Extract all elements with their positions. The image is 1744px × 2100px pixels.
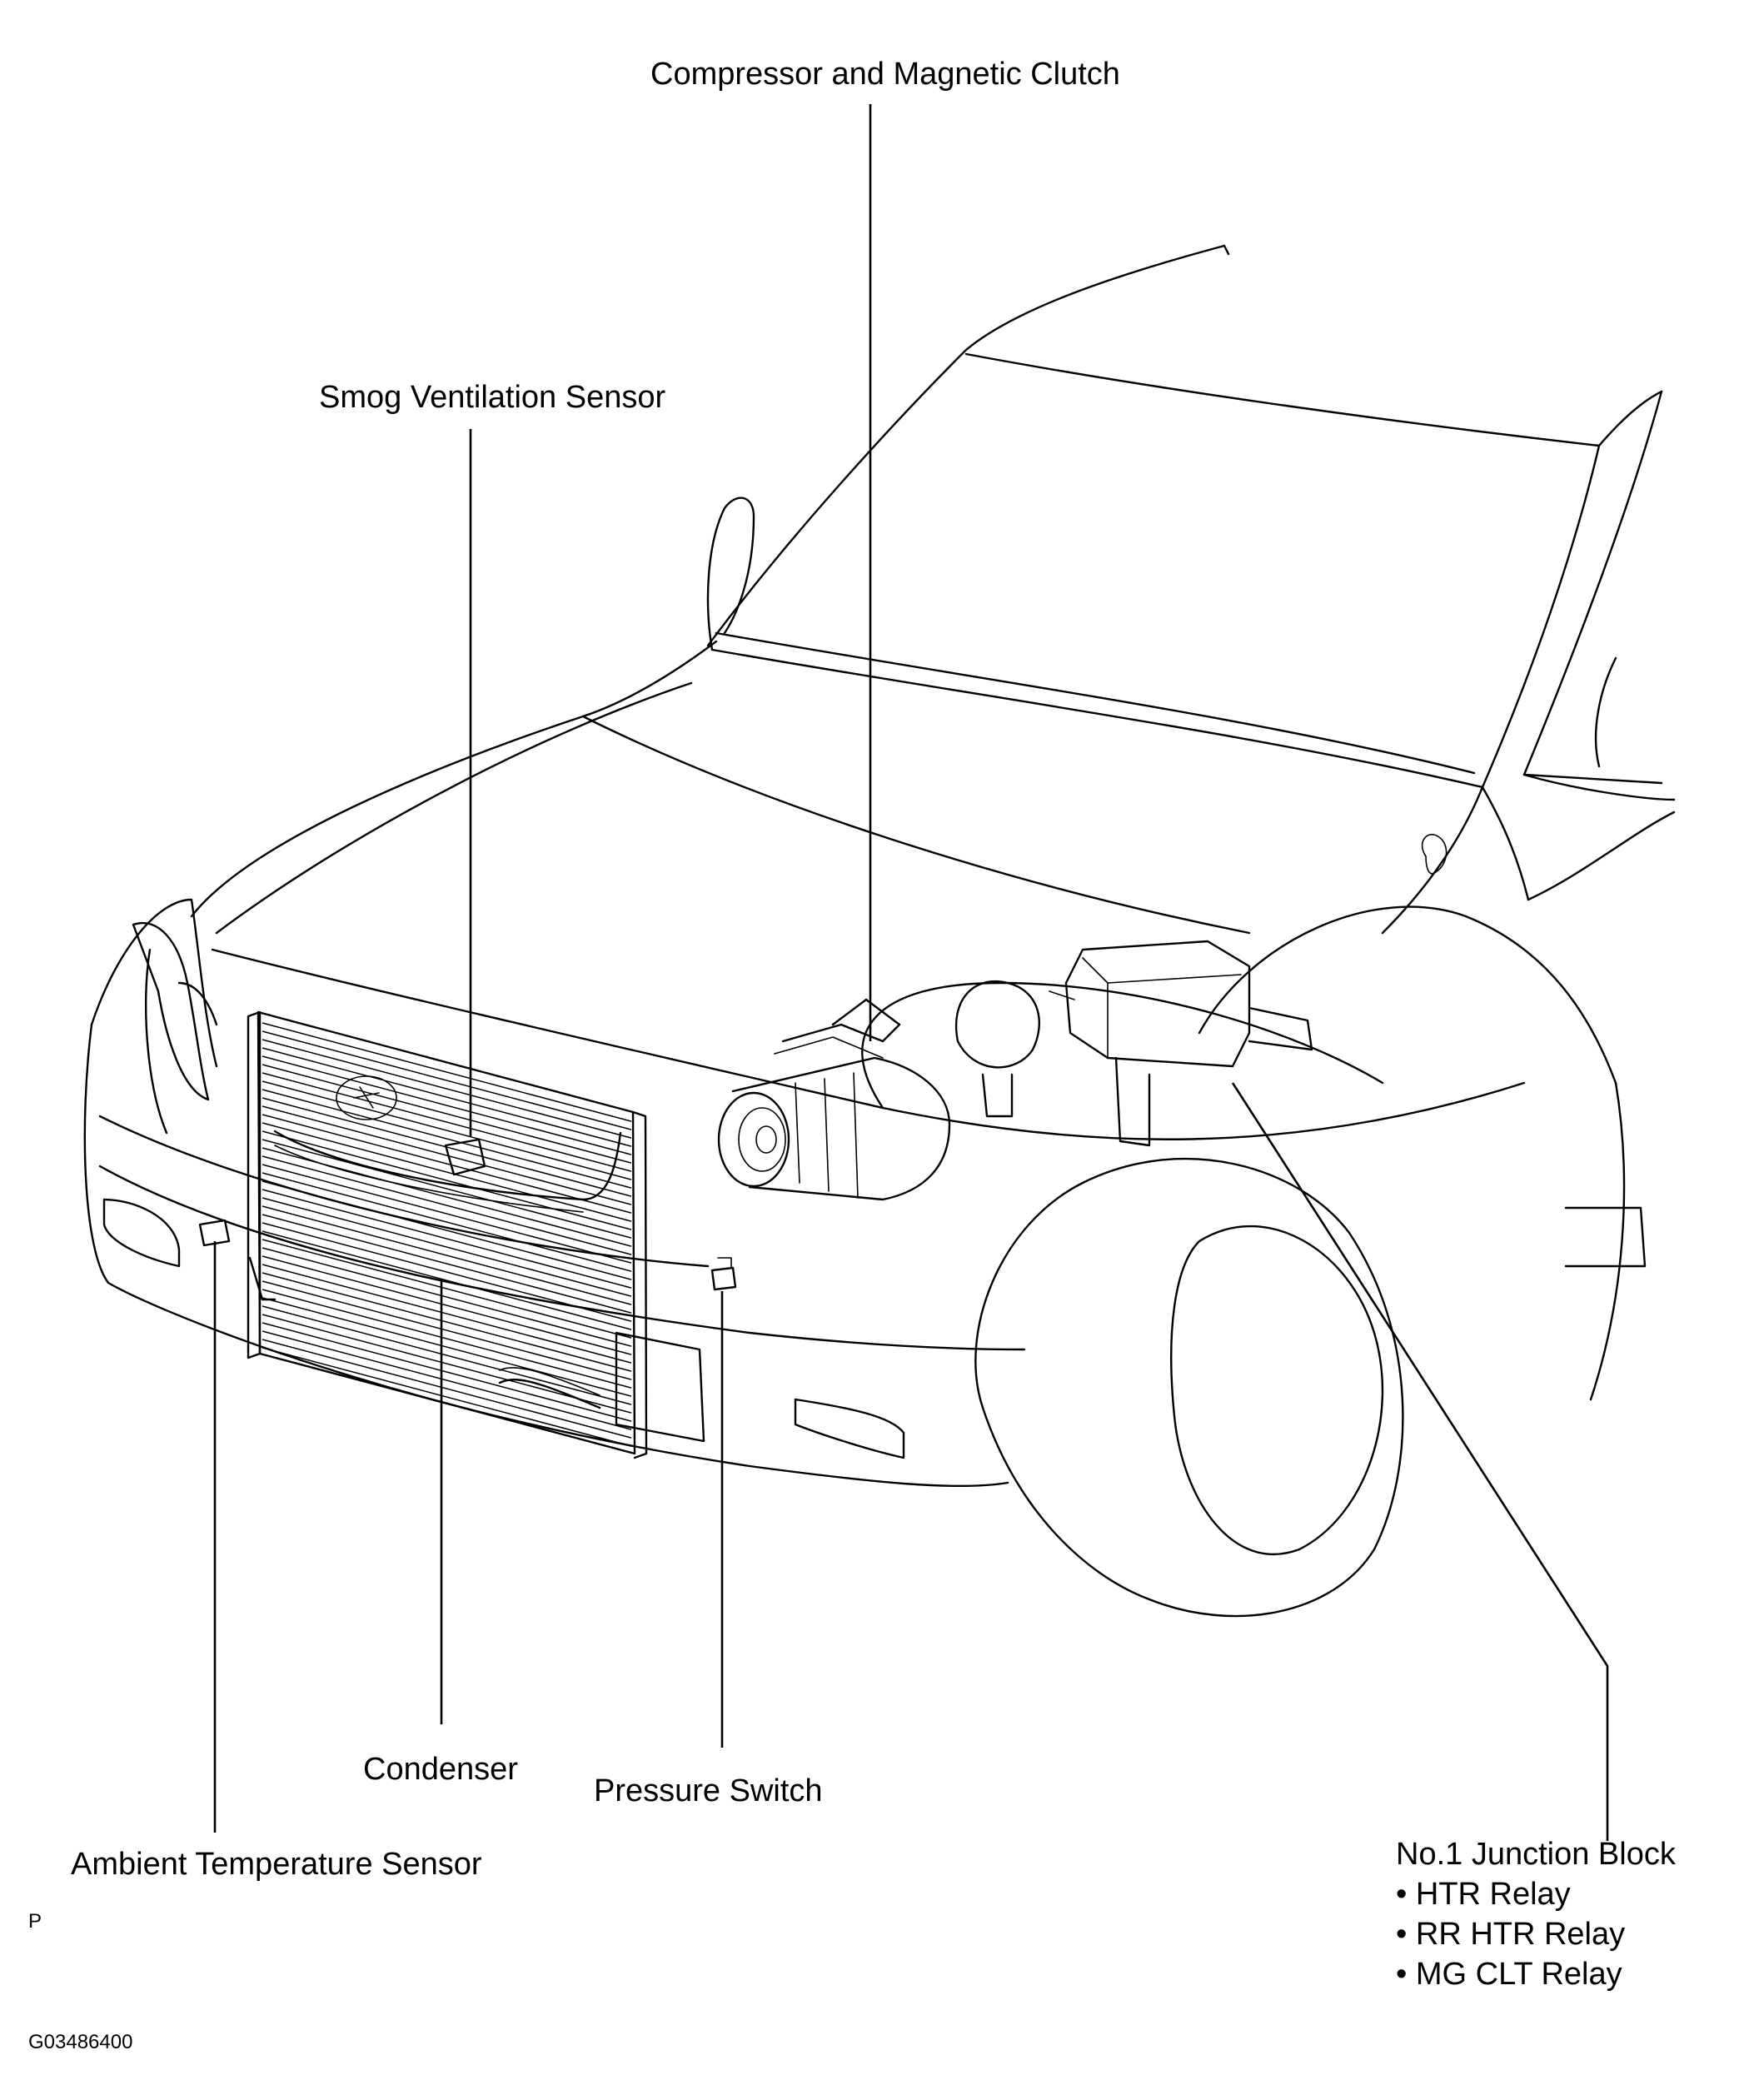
- corner-mark: P: [28, 1910, 42, 1933]
- label-compressor: Compressor and Magnetic Clutch: [650, 57, 1120, 92]
- label-ambient-temperature-sensor: Ambient Temperature Sensor: [71, 1847, 482, 1882]
- junction-block-relays: HTR Relay RR HTR Relay MG CLT Relay: [1396, 1874, 1676, 1994]
- condenser-fins: [262, 1022, 632, 1447]
- engine-bay-components: [954, 940, 1313, 1147]
- leader-lines: [213, 104, 1609, 1841]
- relay-item: RR HTR Relay: [1396, 1914, 1676, 1954]
- relay-item: MG CLT Relay: [1396, 1954, 1676, 1994]
- label-pressure-switch: Pressure Switch: [594, 1773, 823, 1808]
- label-condenser: Condenser: [363, 1752, 518, 1787]
- vehicle-body: [83, 244, 1676, 1618]
- compressor-drawing: [717, 998, 951, 1201]
- relay-item: HTR Relay: [1396, 1874, 1676, 1914]
- figure-id: G03486400: [28, 2031, 133, 2053]
- junction-block-title: No.1 Junction Block: [1396, 1837, 1676, 1872]
- label-junction-block: No.1 Junction Block HTR Relay RR HTR Rel…: [1396, 1834, 1676, 1994]
- label-smog-ventilation-sensor: Smog Ventilation Sensor: [319, 380, 666, 415]
- sensors: [198, 1138, 737, 1291]
- condenser-drawing: [247, 1010, 648, 1459]
